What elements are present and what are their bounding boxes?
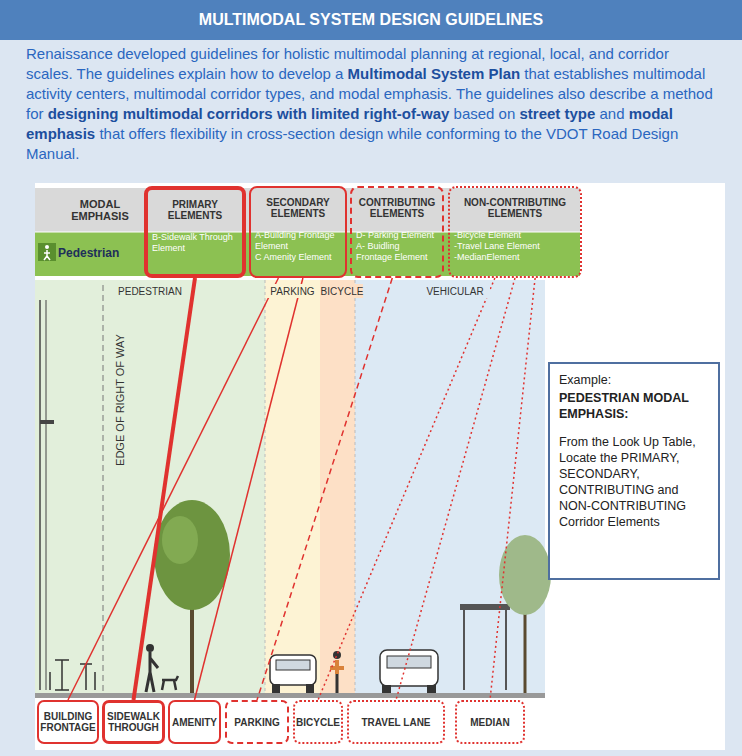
body-text: -MedianElement [454, 252, 576, 263]
body-text: C Amenity Element [255, 252, 341, 263]
body-text: BICYCLE [296, 717, 340, 728]
body-text: A- Buidling Frontage Element [356, 241, 438, 263]
paragraph-text: and [600, 105, 625, 122]
intro-paragraph: Renaissance developed guidelines for hol… [26, 44, 718, 164]
heading-text: SECONDARY ELEMENTS [251, 188, 345, 228]
cell-body: -Bicycle Element-Travel Lane Element-Med… [450, 228, 580, 265]
table-cell: SECONDARY ELEMENTSA-Building Frontage El… [249, 186, 347, 278]
body-text: PARKING [234, 717, 279, 728]
element-box: AMENITY [168, 700, 221, 744]
edge-label: EDGE OF RIGHT OF WAY [113, 330, 127, 470]
body-text: AMENITY [172, 717, 217, 728]
zone-label: PARKING [266, 284, 319, 298]
leader-connector [318, 278, 495, 700]
cell-body: B-Sidewalk Through Element [148, 230, 242, 256]
header-bar: MULTIMODAL SYSTEM DESIGN GUIDELINES [0, 0, 742, 40]
body-text: -Travel Lane Element [454, 241, 576, 252]
leader-connector [134, 278, 196, 700]
table-cell: CONTRIBUTING ELEMENTSD- Parking ElementA… [350, 186, 444, 278]
cell-body: D- Parking ElementA- Buidling Frontage E… [352, 228, 442, 265]
body-text: SIDEWALK THROUGH [107, 711, 160, 733]
body-text: BUILDING FRONTAGE [40, 711, 95, 733]
body-text: From the Look Up Table, Locate the PRIMA… [559, 434, 709, 530]
leader-connector [490, 278, 535, 700]
paragraph-text: that offers flexibility in cross-section… [26, 125, 678, 162]
heading-text: CONTRIBUTING ELEMENTS [352, 188, 442, 228]
element-box: PARKING [225, 700, 289, 744]
leader-connector [257, 278, 392, 700]
table-label: Pedestrian [58, 236, 142, 270]
leader-connector [68, 278, 278, 700]
leader-connector [195, 278, 303, 700]
cell-body: A-Building Frontage ElementC Amenity Ele… [251, 228, 345, 265]
table-label: MODAL EMPHASIS [58, 190, 142, 230]
zone-label: BICYCLE [321, 284, 363, 298]
body-text: PEDESTRIAN MODAL EMPHASIS: [559, 390, 709, 422]
element-box: SIDEWALK THROUGH [102, 700, 165, 744]
bold-phrase: Multimodal System Plan [348, 65, 521, 82]
title-text: MULTIMODAL SYSTEM DESIGN GUIDELINES [199, 11, 543, 29]
body-text: MEDIAN [470, 717, 509, 728]
table-cell: PRIMARY ELEMENTSB-Sidewalk Through Eleme… [144, 186, 246, 278]
heading-text: PRIMARY ELEMENTS [148, 190, 242, 230]
body-text: B-Sidewalk Through Element [152, 232, 238, 254]
example-box: Example: PEDESTRIAN MODAL EMPHASIS: From t… [548, 362, 720, 580]
body-text: A-Building Frontage Element [255, 230, 341, 252]
heading-text: Example: [559, 372, 709, 388]
heading-text: NON-CONTRIBUTING ELEMENTS [450, 188, 580, 228]
table-cell: NON-CONTRIBUTING ELEMENTS-Bicycle Elemen… [448, 186, 582, 278]
zone-label: PEDESTRIAN [110, 284, 190, 298]
body-text: -Bicycle Element [454, 230, 576, 241]
element-box: BUILDING FRONTAGE [37, 700, 99, 744]
element-box: TRAVEL LANE [347, 700, 445, 744]
bold-phrase: street type [519, 105, 595, 122]
element-box: MEDIAN [455, 700, 525, 744]
paragraph-text: based on [454, 105, 516, 122]
bold-phrase: designing multimodal corridors with limi… [48, 105, 450, 122]
zone-label: VEHICULAR [420, 284, 490, 298]
body-text: D- Parking Element [356, 230, 438, 241]
element-box: BICYCLE [293, 700, 343, 744]
body-text: TRAVEL LANE [361, 717, 430, 728]
